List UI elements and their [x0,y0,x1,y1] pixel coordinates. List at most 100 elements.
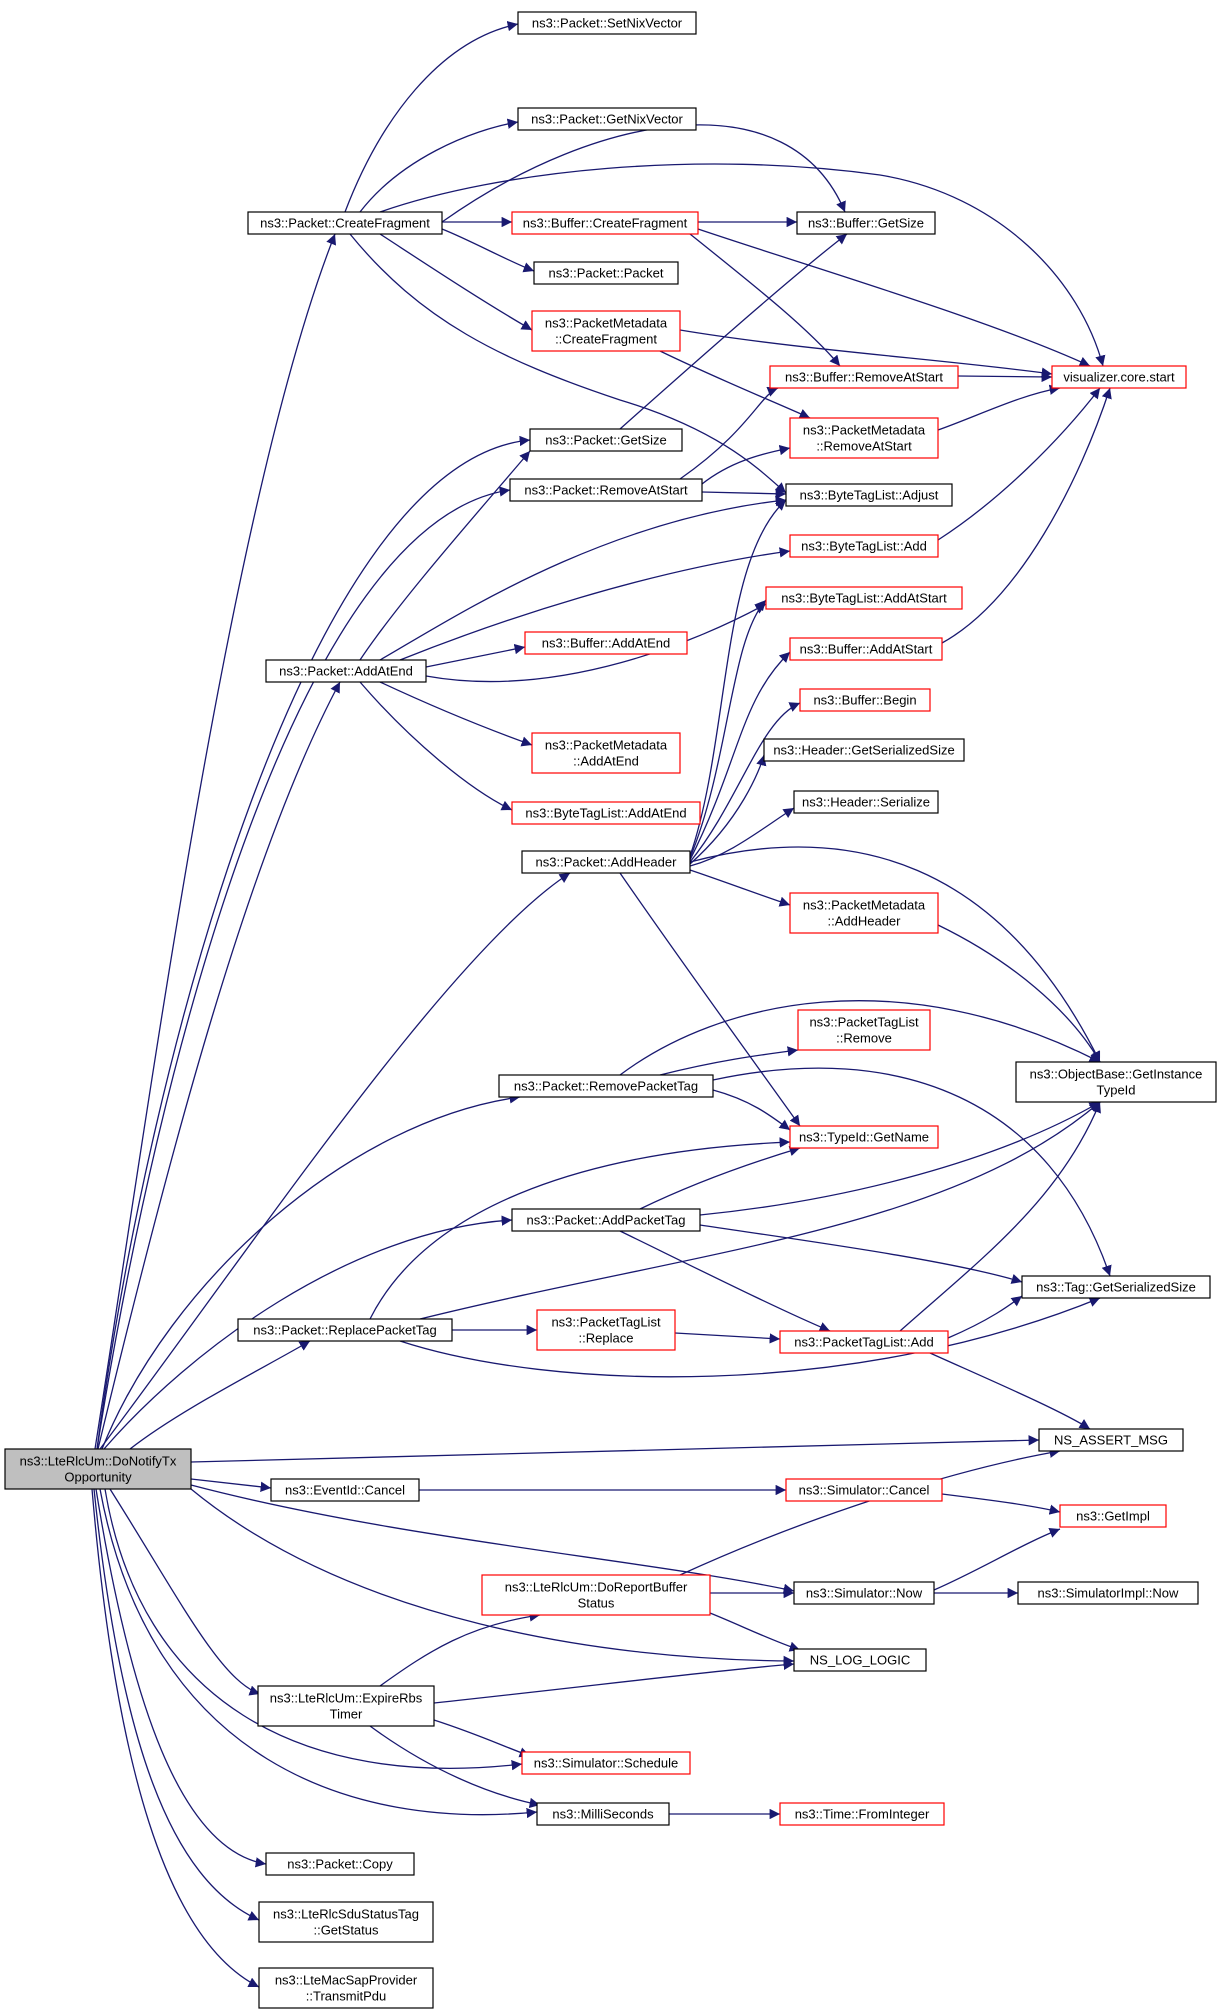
node-box [531,310,681,352]
node-pktRemovePacketTag[interactable]: ns3::Packet::RemovePacketTag [498,1074,714,1098]
node-label: ns3::LteRlcUm::ExpireRbs [270,1691,423,1706]
node-label: TypeId [1096,1083,1135,1098]
call-edge [659,350,811,419]
node-box [533,261,679,285]
node-label: Timer [330,1707,363,1722]
call-edge [941,387,1112,644]
node-simCancel[interactable]: ns3::Simulator::Cancel [785,1478,943,1502]
node-hdrSerialize[interactable]: ns3::Header::Serialize [793,790,939,814]
node-pktReplacePacketTag[interactable]: ns3::Packet::ReplacePacketTag [237,1318,453,1342]
node-getNixVector[interactable]: ns3::Packet::GetNixVector [517,107,697,131]
call-edge [689,807,795,867]
node-nsLogLogic[interactable]: NS_LOG_LOGIC [793,1648,927,1672]
node-bufCreateFragment[interactable]: ns3::Buffer::CreateFragment [511,211,699,235]
node-box [517,107,697,131]
node-simImplNow[interactable]: ns3::SimulatorImpl::Now [1017,1581,1199,1605]
node-pmCreateFragment[interactable]: ns3::PacketMetadata::CreateFragment [531,310,681,352]
node-btlAdd[interactable]: ns3::ByteTagList::Add [789,534,939,558]
node-box [793,790,939,814]
node-bufRemoveAtStart[interactable]: ns3::Buffer::RemoveAtStart [769,365,959,389]
call-edge [674,1332,781,1344]
node-label: visualizer.core.start [1063,370,1175,385]
node-box [789,892,939,934]
node-label: ns3::TypeId::GetName [799,1130,929,1145]
node-createFragment[interactable]: ns3::Packet::CreateFragment [247,211,443,235]
node-label: NS_LOG_LOGIC [810,1653,910,1668]
node-hdrGetSerializedSize[interactable]: ns3::Header::GetSerializedSize [763,738,965,762]
call-edge [99,872,571,1450]
call-edge [379,163,1106,367]
call-edge [947,1295,1023,1339]
node-btlAdjust[interactable]: ns3::ByteTagList::Adjust [785,483,953,507]
call-edge [659,1046,799,1076]
node-sduGetStatus[interactable]: ns3::LteRlcSduStatusTag::GetStatus [258,1901,434,1943]
node-getImpl[interactable]: ns3::GetImpl [1059,1504,1167,1528]
node-pmRemoveAtStart[interactable]: ns3::PacketMetadata::RemoveAtStart [789,417,939,459]
node-pktGetSize[interactable]: ns3::Packet::GetSize [529,428,683,452]
node-packetCtor[interactable]: ns3::Packet::Packet [533,261,679,285]
call-edge [109,1488,261,1696]
node-pktAddAtEnd[interactable]: ns3::Packet::AddAtEnd [265,659,427,683]
node-simSchedule[interactable]: ns3::Simulator::Schedule [521,1751,691,1775]
call-edge [359,681,513,811]
node-simNow[interactable]: ns3::Simulator::Now [793,1581,935,1605]
node-box [785,483,953,507]
node-box [524,631,688,655]
node-label: ns3::Packet::AddHeader [536,855,678,870]
node-bufAddAtStart[interactable]: ns3::Buffer::AddAtStart [789,637,943,661]
node-label: ns3::Header::GetSerializedSize [773,743,954,758]
node-label: ns3::PacketMetadata [803,423,926,438]
node-pktAddPacketTag[interactable]: ns3::Packet::AddPacketTag [511,1208,701,1232]
node-ptlRemove[interactable]: ns3::PacketTagList::Remove [797,1009,931,1051]
node-pktRemoveAtStart[interactable]: ns3::Packet::RemoveAtStart [509,478,703,502]
node-label: ns3::ByteTagList::Adjust [800,488,939,503]
node-nsAssertMsg[interactable]: NS_ASSERT_MSG [1038,1428,1184,1452]
node-btlAddAtStart[interactable]: ns3::ByteTagList::AddAtStart [765,586,963,610]
call-edge [399,547,791,661]
call-edge [379,1611,541,1687]
call-edge [99,1488,538,1819]
node-box [517,11,697,35]
node-label: ::Replace [579,1331,634,1346]
node-box [789,417,939,459]
node-label: ::AddAtEnd [573,754,639,769]
node-label: ns3::PacketTagList::Add [794,1335,933,1350]
node-btlAddAtEnd[interactable]: ns3::ByteTagList::AddAtEnd [511,801,701,825]
node-bufAddAtEnd[interactable]: ns3::Buffer::AddAtEnd [524,631,688,655]
node-label: ::TransmitPdu [306,1989,386,2004]
call-edge [689,233,841,367]
node-ptlAdd[interactable]: ns3::PacketTagList::Add [779,1330,949,1354]
call-edge [359,118,519,213]
call-edges [91,21,1112,1988]
node-setNixVector[interactable]: ns3::Packet::SetNixVector [517,11,697,35]
node-vizStart[interactable]: visualizer.core.start [1051,365,1187,389]
node-macTransmitPdu[interactable]: ns3::LteMacSapProvider::TransmitPdu [258,1967,434,2009]
call-edge [96,435,531,1450]
node-label: ns3::Packet::CreateFragment [260,216,430,231]
node-milliSeconds[interactable]: ns3::MilliSeconds [536,1802,670,1826]
node-tagGetSerializedSize[interactable]: ns3::Tag::GetSerializedSize [1021,1275,1211,1299]
call-edge [679,329,1053,378]
node-pktCopy[interactable]: ns3::Packet::Copy [265,1852,415,1876]
node-box [4,1448,192,1490]
node-pmAddHeader[interactable]: ns3::PacketMetadata::AddHeader [789,892,939,934]
node-box [793,1648,927,1672]
node-eventCancel[interactable]: ns3::EventId::Cancel [270,1478,420,1502]
call-edge [190,1435,1040,1463]
node-box [258,1967,434,2009]
node-box [765,586,963,610]
node-pmAddAtEnd[interactable]: ns3::PacketMetadata::AddAtEnd [531,732,681,774]
node-bufBegin[interactable]: ns3::Buffer::Begin [799,688,931,712]
node-ptlReplace[interactable]: ns3::PacketTagList::Replace [536,1309,676,1351]
node-typeIdGetName[interactable]: ns3::TypeId::GetName [789,1125,939,1149]
node-label: ns3::Buffer::CreateFragment [523,216,688,231]
node-label: ns3::LteRlcSduStatusTag [273,1907,419,1922]
node-timeFromInteger[interactable]: ns3::Time::FromInteger [779,1802,945,1826]
node-label: ns3::Simulator::Now [806,1586,923,1601]
node-bufGetSize[interactable]: ns3::Buffer::GetSize [796,211,936,235]
node-pktAddHeader[interactable]: ns3::Packet::AddHeader [521,850,691,874]
